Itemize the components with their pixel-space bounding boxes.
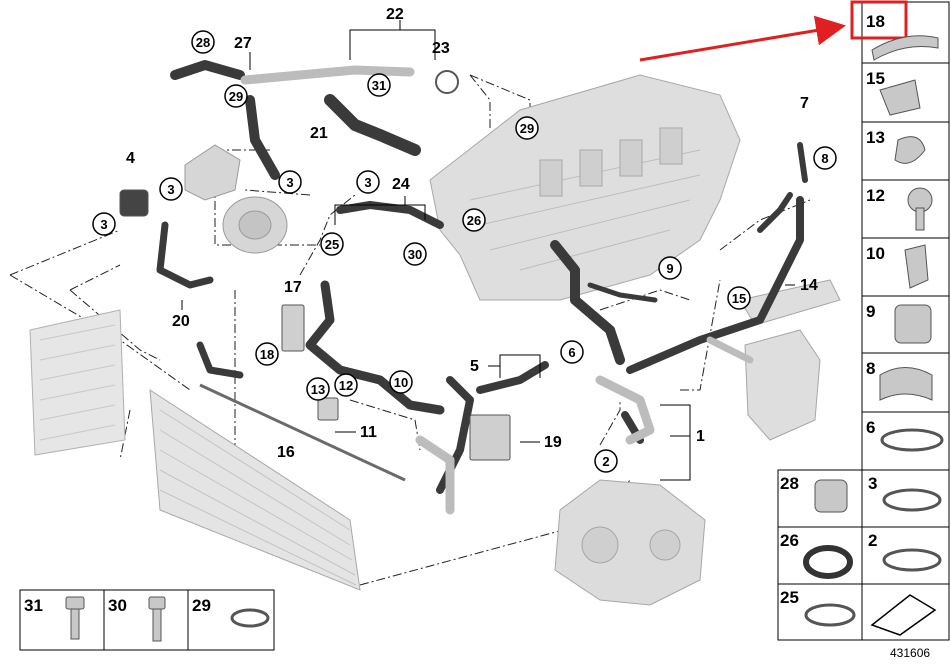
callout-21: 21	[310, 125, 328, 142]
callout-30: 30	[408, 247, 422, 262]
callout-10: 10	[394, 375, 408, 390]
parts-grid	[777, 469, 950, 641]
callout-29: 29	[229, 89, 243, 104]
part-num-8: 8	[866, 359, 875, 378]
parts-grid-labels: 28 3 26 2 25	[780, 474, 877, 607]
grid-num-25: 25	[780, 588, 799, 607]
callout-17: 17	[284, 279, 302, 296]
callout-1: 1	[696, 428, 705, 445]
callout-24: 24	[392, 176, 410, 193]
callout-12: 12	[339, 378, 353, 393]
part-num-12: 12	[866, 186, 885, 205]
part-num-18: 18	[866, 12, 885, 31]
callout-9: 9	[666, 261, 673, 276]
callout-28: 28	[196, 35, 210, 50]
callout-26: 26	[467, 213, 481, 228]
part-num-9: 9	[866, 302, 875, 321]
catalog-number: 431606	[890, 646, 930, 660]
expansion-tank	[739, 279, 841, 441]
part-num-13: 13	[866, 128, 885, 147]
parts-bottom-labels: 31 30 29	[24, 596, 211, 615]
part-num-6: 6	[866, 418, 875, 437]
callout-20: 20	[172, 313, 190, 330]
bottom-num-31: 31	[24, 596, 43, 615]
callout-25: 25	[325, 237, 339, 252]
parts-grid-icons	[803, 479, 942, 636]
radiator	[149, 389, 361, 591]
parts-column-labels: 18 15 13 12 10 9 8 6	[866, 12, 885, 437]
connecting-rod-16	[199, 383, 406, 482]
grid-num-28: 28	[780, 474, 799, 493]
parts-bottom	[19, 589, 275, 651]
plain-callouts: 1 4 5 7 11 14 16 17 19 20 21 22 23 24 27	[126, 6, 818, 461]
grid-num-26: 26	[780, 531, 799, 550]
callout-8: 8	[821, 151, 828, 166]
callout-3: 3	[364, 175, 371, 190]
condenser-left	[29, 309, 126, 456]
small-brackets	[119, 70, 511, 461]
callout-3: 3	[286, 175, 293, 190]
callout-13: 13	[311, 382, 325, 397]
callout-3: 3	[100, 217, 107, 232]
parts-column-icons	[871, 35, 944, 452]
engine-block	[429, 74, 741, 301]
bottom-num-29: 29	[192, 596, 211, 615]
callout-3: 3	[167, 182, 174, 197]
callout-11: 11	[360, 424, 377, 441]
callout-2: 2	[602, 454, 609, 469]
parts-bottom-icons	[65, 596, 270, 642]
water-pump	[222, 196, 288, 254]
turbo-assembly	[554, 479, 706, 606]
callout-14: 14	[800, 277, 818, 294]
part-num-10: 10	[866, 244, 885, 263]
callout-4: 4	[126, 150, 135, 167]
callout-18: 18	[260, 347, 274, 362]
callout-7: 7	[800, 95, 809, 112]
callout-brackets	[181, 20, 795, 481]
callout-29: 29	[520, 121, 534, 136]
part-num-15: 15	[866, 69, 885, 88]
callout-23: 23	[432, 40, 450, 57]
callout-27: 27	[234, 35, 252, 52]
light-pipes	[240, 65, 754, 515]
thermostat	[184, 144, 241, 201]
grid-num-2: 2	[868, 531, 877, 550]
callout-5: 5	[470, 358, 479, 375]
bottom-num-30: 30	[108, 596, 127, 615]
callout-15: 15	[732, 291, 746, 306]
highlight-arrow	[639, 15, 846, 62]
callout-31: 31	[372, 78, 386, 93]
callout-6: 6	[568, 345, 575, 360]
circled-callouts	[92, 30, 837, 473]
circled-callout-labels: 28 29 29 31 3 3 3 3 8 26 25 30 9 15 18 1…	[100, 35, 828, 469]
callout-19: 19	[544, 434, 562, 451]
callout-22: 22	[386, 6, 404, 23]
grid-num-3: 3	[868, 474, 877, 493]
callout-16: 16	[277, 444, 295, 461]
